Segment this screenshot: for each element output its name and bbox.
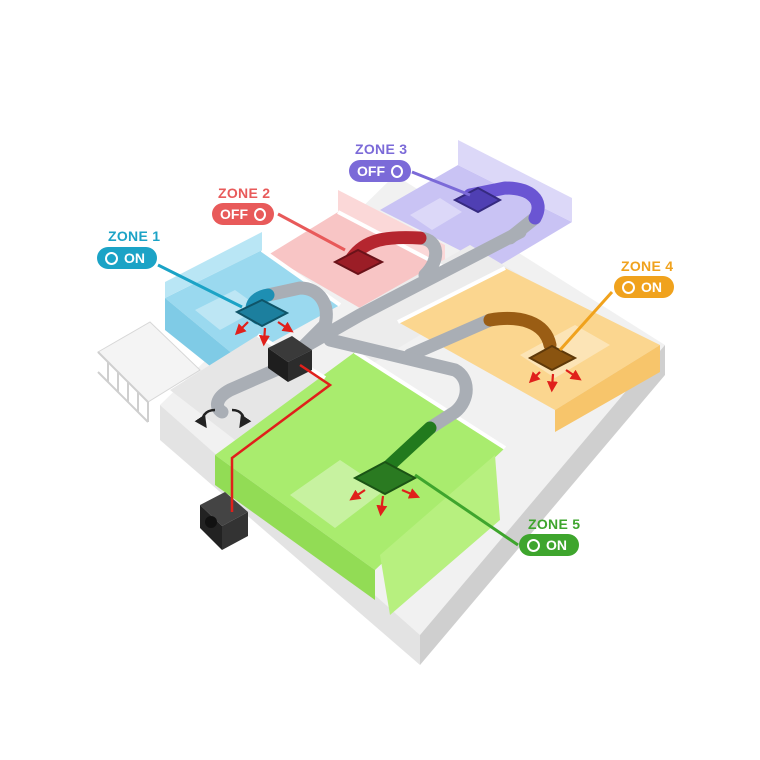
leader-zone-2 — [277, 212, 346, 252]
leader-zone-3 — [411, 170, 471, 197]
zone-1-toggle[interactable]: ON — [97, 247, 157, 269]
duct-colored-zone-3 — [463, 181, 545, 225]
hallway — [320, 245, 520, 365]
zone-3-state: OFF — [357, 163, 385, 179]
toggle-knob-icon — [105, 251, 118, 265]
zone-damper-icon — [452, 186, 503, 214]
zone-2-label: ZONE 2 — [218, 185, 271, 201]
air-handler-unit-icon — [268, 336, 312, 382]
zone-4-toggle[interactable]: ON — [614, 276, 674, 298]
airflow-arrow-icon — [546, 373, 558, 393]
zone-5-label: ZONE 5 — [528, 516, 581, 532]
toggle-knob-icon — [527, 538, 540, 552]
airflow-arrow-icon — [194, 408, 216, 429]
duct-network — [211, 181, 557, 472]
leader-lines — [157, 170, 614, 547]
airflow-arrow-icon — [231, 408, 252, 429]
outdoor-unit-icon — [200, 492, 248, 550]
zone-1-state: ON — [124, 250, 145, 266]
leader-zone-5 — [414, 473, 519, 547]
airflow-arrow-icon — [401, 488, 421, 499]
duct-colored-zone-4 — [483, 311, 557, 352]
porch-railing — [97, 351, 149, 423]
zone-damper-icon — [332, 248, 385, 276]
duct-colored-zone-5 — [383, 421, 437, 472]
toggle-knob-icon — [622, 280, 635, 294]
front-wall-right — [420, 345, 665, 665]
airflow-arrow-icon — [234, 321, 249, 336]
duct-return — [211, 361, 287, 419]
leader-zone-1 — [157, 263, 243, 309]
return-vent — [194, 408, 252, 429]
zone-5-wall-front — [215, 455, 375, 600]
airflow-arrows — [234, 321, 582, 517]
duct-branch-zone-4 — [403, 313, 497, 362]
zone-4-wall — [555, 345, 660, 432]
airflow-arrow-icon — [258, 327, 270, 347]
airflow-arrow-icon — [376, 495, 388, 517]
zone-damper-icon — [234, 298, 290, 328]
zone-5-state: ON — [546, 537, 567, 553]
duct-branch-zone-1 — [261, 281, 333, 357]
zone-1-label: ZONE 1 — [108, 228, 161, 244]
toggle-knob-icon — [391, 164, 403, 178]
zone-2-toggle[interactable]: OFF — [212, 203, 274, 225]
zone-4-label: ZONE 4 — [621, 258, 674, 274]
zone-damper-icon — [352, 460, 418, 496]
duct-branch-zone-5 — [323, 333, 473, 435]
airflow-arrow-icon — [349, 489, 366, 501]
zone-5-floor-panel — [380, 455, 500, 615]
airflow-arrow-icon — [277, 321, 294, 333]
zone-3-label: ZONE 3 — [355, 141, 408, 157]
zone-damper-icon — [527, 344, 578, 372]
airflow-arrow-icon — [528, 371, 541, 384]
zone-4-room — [398, 268, 660, 410]
refrigerant-line — [230, 363, 333, 512]
zone-4-state: ON — [641, 279, 662, 295]
toggle-knob-icon — [254, 207, 266, 221]
leader-zone-4 — [558, 290, 614, 352]
airflow-arrow-icon — [565, 369, 582, 381]
zone-2-wall — [338, 190, 445, 268]
zone-5-toggle[interactable]: ON — [519, 534, 579, 556]
zone-3-toggle[interactable]: OFF — [349, 160, 411, 182]
zone-3-room — [380, 165, 572, 268]
zone-2-state: OFF — [220, 206, 248, 222]
zone-dampers — [234, 186, 578, 496]
